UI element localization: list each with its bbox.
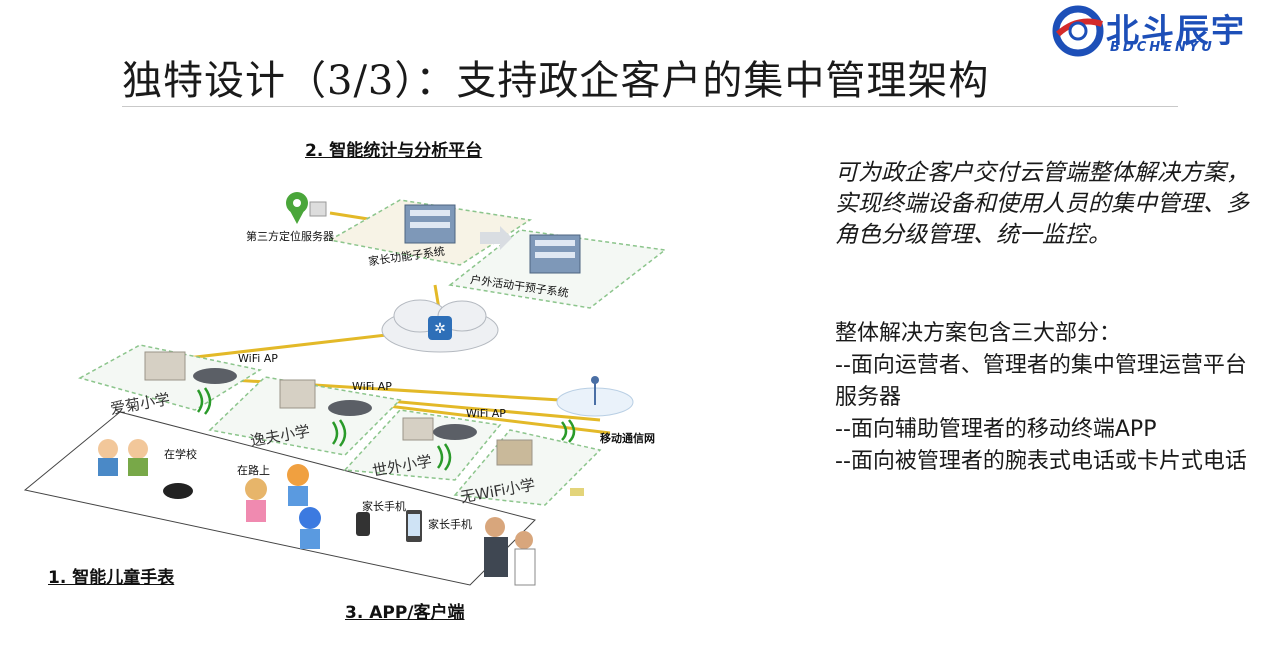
school-tile: [208, 376, 402, 456]
solution-part-item: --面向被管理者的腕表式电话或卡片式电话: [835, 449, 1247, 474]
solution-parts-heading: 整体解决方案包含三大部分：: [835, 321, 1122, 346]
cloud-icon: ✲: [381, 299, 499, 353]
wifi-signal-icon: [196, 387, 576, 471]
logo-name-cn: 北斗辰宇: [1106, 11, 1246, 50]
architecture-diagram: ✲: [23, 192, 667, 586]
on-road-label: 在路上: [237, 464, 270, 477]
logo-name-en: BDCHENYU: [1110, 40, 1215, 55]
wifi-ap-label: WiFi AP: [466, 407, 506, 420]
server-rack-icon: [529, 234, 581, 274]
platform-label: 2. 智能统计与分析平台: [305, 141, 483, 161]
watch-label: 1. 智能儿童手表: [48, 568, 175, 588]
school-tile: [453, 429, 602, 506]
school-building-icon: [144, 351, 533, 466]
app-label: 3. APP/客户端: [345, 603, 465, 623]
server-rack-icon: [404, 204, 456, 244]
company-logo: [1050, 4, 1265, 58]
cell-tower-icon: [556, 376, 634, 417]
solution-parts: 整体解决方案包含三大部分： --面向运营者、管理者的集中管理运营平台服务器 --…: [835, 318, 1255, 478]
managers-icon: [484, 517, 536, 586]
third-party-server-label: 第三方定位服务器: [246, 230, 334, 243]
wifi-ap-icon: [193, 368, 477, 440]
arrow-icon: [480, 226, 512, 250]
parent-phone-icon: [356, 512, 370, 536]
parent-phone-label: 家长手机: [362, 500, 406, 513]
card-phone-icon: [570, 488, 584, 496]
mobile-network-label: 移动通信网: [600, 432, 655, 445]
parent-phone-label: 家长手机: [428, 518, 472, 531]
location-pin-icon: [286, 192, 327, 224]
logo-emblem-icon: [1052, 5, 1104, 57]
solution-part-item: --面向辅助管理者的移动终端APP: [835, 417, 1157, 442]
slide-title: 独特设计（3/3）：支持政企客户的集中管理架构: [122, 58, 990, 104]
solution-part-item: --面向运营者、管理者的集中管理运营平台服务器: [835, 353, 1247, 410]
wifi-ap-label: WiFi AP: [238, 352, 278, 365]
kids-at-school-icon: [98, 439, 148, 476]
wifi-ap-label: WiFi AP: [352, 380, 392, 393]
smartwatch-icon: [163, 483, 193, 499]
at-school-label: 在学校: [164, 448, 197, 461]
svg-text:✲: ✲: [434, 321, 446, 337]
title-divider: [122, 106, 1178, 107]
kids-on-road-icon: [245, 464, 321, 549]
solution-intro: 可为政企客户交付云管端整体解决方案，实现终端设备和使用人员的集中管理、多角色分级…: [835, 160, 1249, 248]
